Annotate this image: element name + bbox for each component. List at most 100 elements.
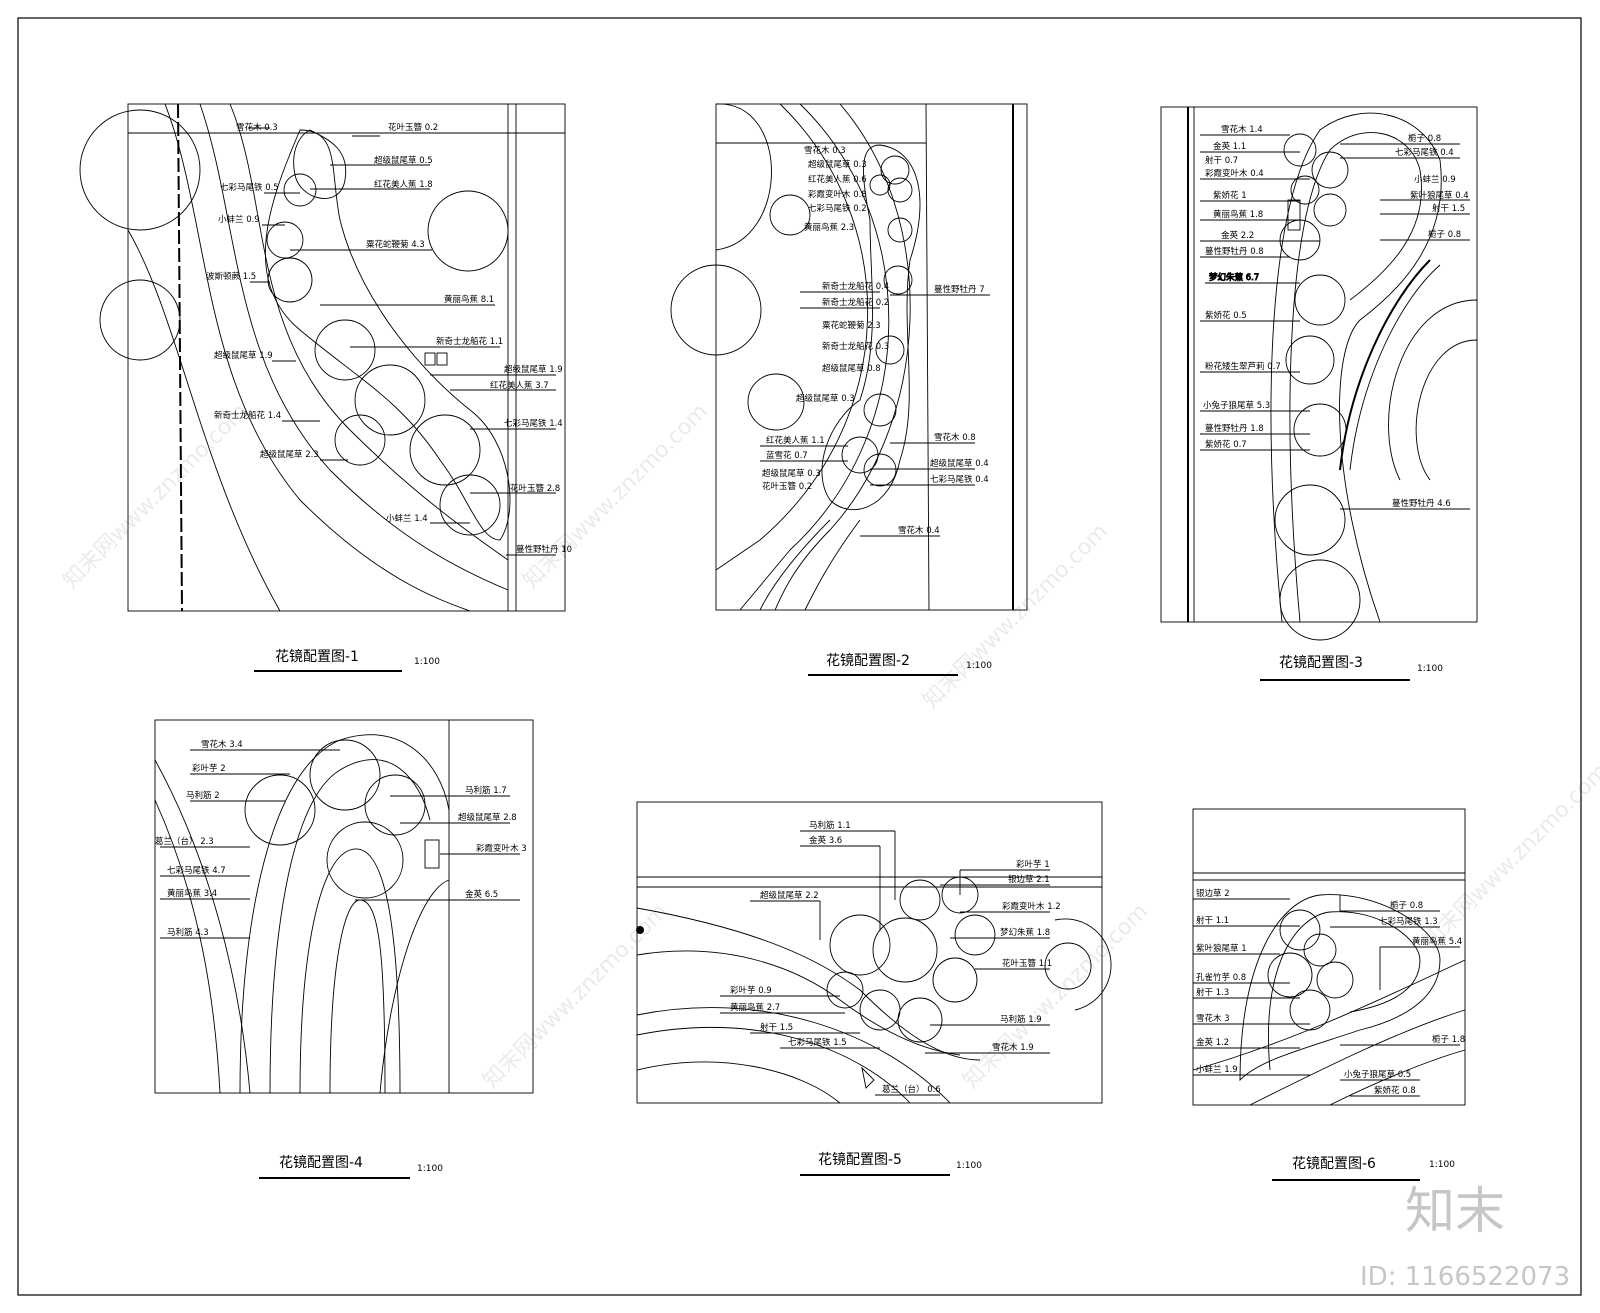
p3-label-7: 蔓性野牡丹 0.8 [1205,246,1264,257]
p2-label-1: 超级鼠尾草 0.3 [808,159,867,170]
p3-label-5: 黄丽鸟蕉 1.8 [1213,209,1263,220]
panel-6: 银边草 2 射干 1.1 紫叶狼尾草 1 孔雀竹芋 0.8 射干 1.3 雪花木… [1192,808,1466,1181]
panel-3: 雪花木 1.4 金英 1.1 射干 0.7 彩霞变叶木 0.4 紫娇花 1 黄丽… [1160,106,1478,681]
p1-label-15: 超级鼠尾草 2.3 [260,449,319,460]
p4-label-4: 黄丽鸟蕉 3.4 [167,888,217,899]
p4-label-7: 超级鼠尾草 2.8 [458,812,517,823]
p1-label-6: 粟花蛇鞭菊 4.3 [366,239,425,250]
p4-label-6: 马利筋 1.7 [465,785,507,796]
p2-label-6: 新奇士龙船花 0.4 [822,281,889,292]
p6-label-3: 孔雀竹芋 0.8 [1196,972,1246,983]
p1-label-9: 新奇士龙船花 1.1 [436,336,503,347]
p3-label-14: 七彩马尾铁 0.4 [1395,147,1454,158]
p1-label-16: 花叶玉簪 2.8 [510,483,560,494]
panel-5-title: 花镜配置图-5 [818,1152,902,1168]
p5-label-11: 七彩马尾铁 1.5 [788,1037,847,1048]
p5-label-5: 彩霞变叶木 1.2 [1002,901,1061,912]
p6-label-5: 雪花木 3 [1196,1013,1230,1024]
p2-label-4: 七彩马尾铁 0.2 [808,203,867,214]
p3-label-3: 彩霞变叶木 0.4 [1205,168,1264,179]
p1-label-8: 黄丽鸟蕉 8.1 [444,294,494,305]
p2-label-15: 超级鼠尾草 0.3 [762,468,821,479]
p5-label-3: 彩叶芋 1 [1016,859,1050,870]
p2-label-5: 黄丽鸟蕉 2.3 [804,222,854,233]
panel-3-frame [1160,106,1478,623]
p5-label-13: 雪花木 1.9 [992,1042,1034,1053]
panel-5: 马利筋 1.1 金英 3.6 超级鼠尾草 2.2 彩叶芋 1 银边草 2.1 彩… [636,801,1112,1176]
p1-label-5: 小蚌兰 0.9 [218,214,260,225]
p4-label-8: 彩霞变叶木 3 [476,843,527,854]
p3-label-extra: 梦幻朱蕉 6.7 [1209,272,1259,283]
panel-1: 雪花木 0.3 花叶玉簪 0.2 超级鼠尾草 0.5 红花美人蕉 1.8 七彩马… [79,103,572,672]
panel-5-scale: 1:100 [956,1161,982,1171]
p2-label-9: 新奇士龙船花 0.3 [822,341,889,352]
p4-label-extra: 葛兰（台） 2.3 [155,836,214,847]
p2-label-18: 超级鼠尾草 0.4 [930,458,989,469]
panel-6-frame [1192,808,1466,1106]
p2-label-7: 新奇士龙船花 0.2 [822,297,889,308]
panel-4-scale: 1:100 [417,1164,443,1174]
watermark-url-1: 知末网www.znzmo.com [58,399,253,594]
p3-label-1: 金英 1.1 [1213,141,1246,152]
p3-label-19: 蔓性野牡丹 4.6 [1392,498,1451,509]
image-id-text: ID: 1166522073 [1360,1262,1570,1292]
p6-label-11: 栀子 1.8 [1432,1034,1465,1045]
p3-label-15: 小蚌兰 0.9 [1414,174,1456,185]
p3-label-8: 紫娇花 0.5 [1205,310,1247,321]
brand-watermark: 知末 ID: 1166522073 [1360,1182,1570,1292]
panel-2-frame [715,103,1028,611]
p5-label-9: 黄丽鸟蕉 2.7 [730,1002,780,1013]
p4-label-9: 金英 6.5 [465,889,498,900]
p1-label-17: 小蚌兰 1.4 [386,513,428,524]
panel-5-frame [636,801,1103,1104]
p6-label-1: 射干 1.1 [1196,915,1229,926]
p3-label-11: 蔓性野牡丹 1.8 [1205,423,1264,434]
sheet-border [17,17,1582,1296]
p2-label-11: 超级鼠尾草 0.3 [796,393,855,404]
p2-label-10: 超级鼠尾草 0.8 [822,363,881,374]
p1-label-18: 蔓性野牡丹 10 [516,544,572,555]
p1-label-11: 超级鼠尾草 1.9 [504,364,563,375]
p3-label-17: 射干 1.5 [1432,203,1465,214]
p1-label-13: 新奇士龙船花 1.4 [214,410,281,421]
p3-label-0: 雪花木 1.4 [1221,124,1263,135]
p2-label-17: 雪花木 0.8 [934,432,976,443]
p6-label-2: 紫叶狼尾草 1 [1196,943,1247,954]
panel-6-title: 花镜配置图-6 [1292,1156,1376,1172]
p6-label-9: 七彩马尾铁 1.3 [1379,916,1438,927]
diagonal-watermarks: 知末网www.znzmo.com 知末网www.znzmo.com 知末网www… [58,399,1600,1094]
p4-label-5: 马利筋 4.3 [167,927,209,938]
p2-label-3: 彩霞变叶木 0.8 [808,189,867,200]
p5-label-10: 射干 1.5 [760,1022,793,1033]
watermark-url-6: 知末网www.znzmo.com [1418,759,1600,954]
p3-label-10: 小兔子狼尾草 5.3 [1203,400,1270,411]
p1-label-7: 波斯顿蕨 1.5 [206,271,256,282]
panel-1-title: 花镜配置图-1 [275,649,359,665]
watermark-url-4: 知末网www.znzmo.com [478,899,673,1094]
panel-1-frame [127,103,566,612]
p3-label-12: 紫娇花 0.7 [1205,439,1247,450]
p6-label-0: 银边草 2 [1196,888,1230,899]
p5-label-4: 银边草 2.1 [1008,874,1050,885]
p5-label-7: 花叶玉簪 1.1 [1002,958,1052,969]
p3-label-4: 紫娇花 1 [1213,190,1247,201]
p6-label-10: 黄丽鸟蕉 5.4 [1412,936,1462,947]
p2-label-16: 花叶玉簪 0.2 [762,481,812,492]
panel-4-title: 花镜配置图-4 [279,1155,363,1171]
p6-label-7: 小蚌兰 1.9 [1196,1064,1238,1075]
p6-label-12: 小兔子狼尾草 0.5 [1344,1069,1411,1080]
panel-2-scale: 1:100 [966,661,992,671]
p2-label-2: 红花美人蕉 0.6 [808,174,867,185]
p5-label-2: 超级鼠尾草 2.2 [760,890,819,901]
p4-label-3: 七彩马尾铁 4.7 [167,865,226,876]
p6-label-4: 射干 1.3 [1196,987,1229,998]
p1-label-1: 花叶玉簪 0.2 [388,122,438,133]
p2-label-13: 红花美人蕉 1.1 [766,435,825,446]
p1-label-0: 雪花木 0.3 [236,122,278,133]
p6-label-8: 栀子 0.8 [1390,900,1423,911]
p2-label-12: 蔓性野牡丹 7 [934,284,985,295]
p2-label-0: 雪花木 0.3 [804,145,846,156]
panel-2: 雪花木 0.3 超级鼠尾草 0.3 红花美人蕉 0.6 彩霞变叶木 0.8 七彩… [670,103,1028,676]
p3-label-9: 粉花矮生翠芦莉 0.7 [1205,361,1281,372]
